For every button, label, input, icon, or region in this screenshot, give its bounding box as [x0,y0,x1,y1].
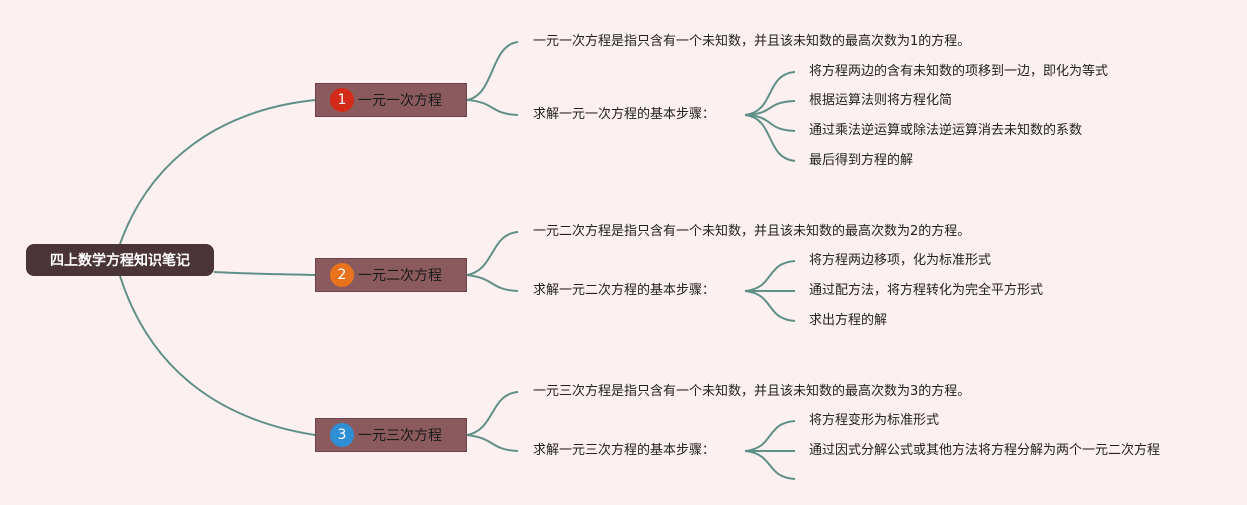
connector-b1-steps [466,99,519,116]
branch-1-step-2[interactable]: 根据运算法则将方程化简 [809,93,953,108]
connector-b2-definition [466,231,519,276]
branch-3-step-1[interactable]: 将方程变形为标准形式 [809,413,940,428]
branch-3-step-2[interactable]: 通过因式分解公式或其他方法将方程分解为两个一元二次方程 [809,443,1161,458]
branch-1-number-badge: 1 [330,88,354,112]
connector-root-branch-1 [119,99,316,245]
branch-2-step-1[interactable]: 将方程两边移项，化为标准形式 [809,253,992,268]
branch-node-1[interactable]: 1 一元一次方程 [315,83,467,117]
branch-1-definition[interactable]: 一元一次方程是指只含有一个未知数，并且该未知数的最高次数为1的方程。 [533,34,971,49]
branch-1-step-4[interactable]: 最后得到方程的解 [809,153,914,168]
connector-b2-steps [466,274,519,292]
connector-root-branch-3 [119,275,316,436]
connector-b3-step-3 [744,450,796,480]
connector-b2-step-1 [744,260,796,292]
branch-3-steps-label[interactable]: 求解一元三次方程的基本步骤： [533,443,716,458]
connector-b3-steps [466,434,519,452]
branch-2-steps-label[interactable]: 求解一元二次方程的基本步骤： [533,283,716,298]
branch-3-label: 一元三次方程 [358,428,442,444]
connector-b2-step-3 [744,290,796,322]
connector-b1-definition [466,41,519,101]
branch-node-2[interactable]: 2 一元二次方程 [315,258,467,292]
connector-b1-step-1 [744,71,796,116]
branch-3-definition[interactable]: 一元三次方程是指只含有一个未知数，并且该未知数的最高次数为3的方程。 [533,384,971,399]
branch-1-label: 一元一次方程 [358,93,442,109]
connector-b3-definition [466,391,519,436]
branch-2-number-badge: 2 [330,263,354,287]
branch-2-label: 一元二次方程 [358,268,442,284]
root-node[interactable]: 四上数学方程知识笔记 [26,244,214,276]
branch-node-3[interactable]: 3 一元三次方程 [315,418,467,452]
connector-b3-step-1 [744,420,796,452]
branch-1-steps-label[interactable]: 求解一元一次方程的基本步骤： [533,107,716,122]
connector-root-branch-2 [213,271,316,276]
branch-1-step-3[interactable]: 通过乘法逆运算或除法逆运算消去未知数的系数 [809,123,1083,138]
branch-2-step-2[interactable]: 通过配方法，将方程转化为完全平方形式 [809,283,1044,298]
connector-b1-step-2 [744,100,796,116]
root-node-label: 四上数学方程知识笔记 [50,253,190,269]
branch-3-number-badge: 3 [330,423,354,447]
branch-1-step-1[interactable]: 将方程两边的含有未知数的项移到一边，即化为等式 [809,64,1109,79]
branch-2-definition[interactable]: 一元二次方程是指只含有一个未知数，并且该未知数的最高次数为2的方程。 [533,224,971,239]
branch-2-step-3[interactable]: 求出方程的解 [809,313,888,328]
connector-b1-step-4 [744,114,796,162]
